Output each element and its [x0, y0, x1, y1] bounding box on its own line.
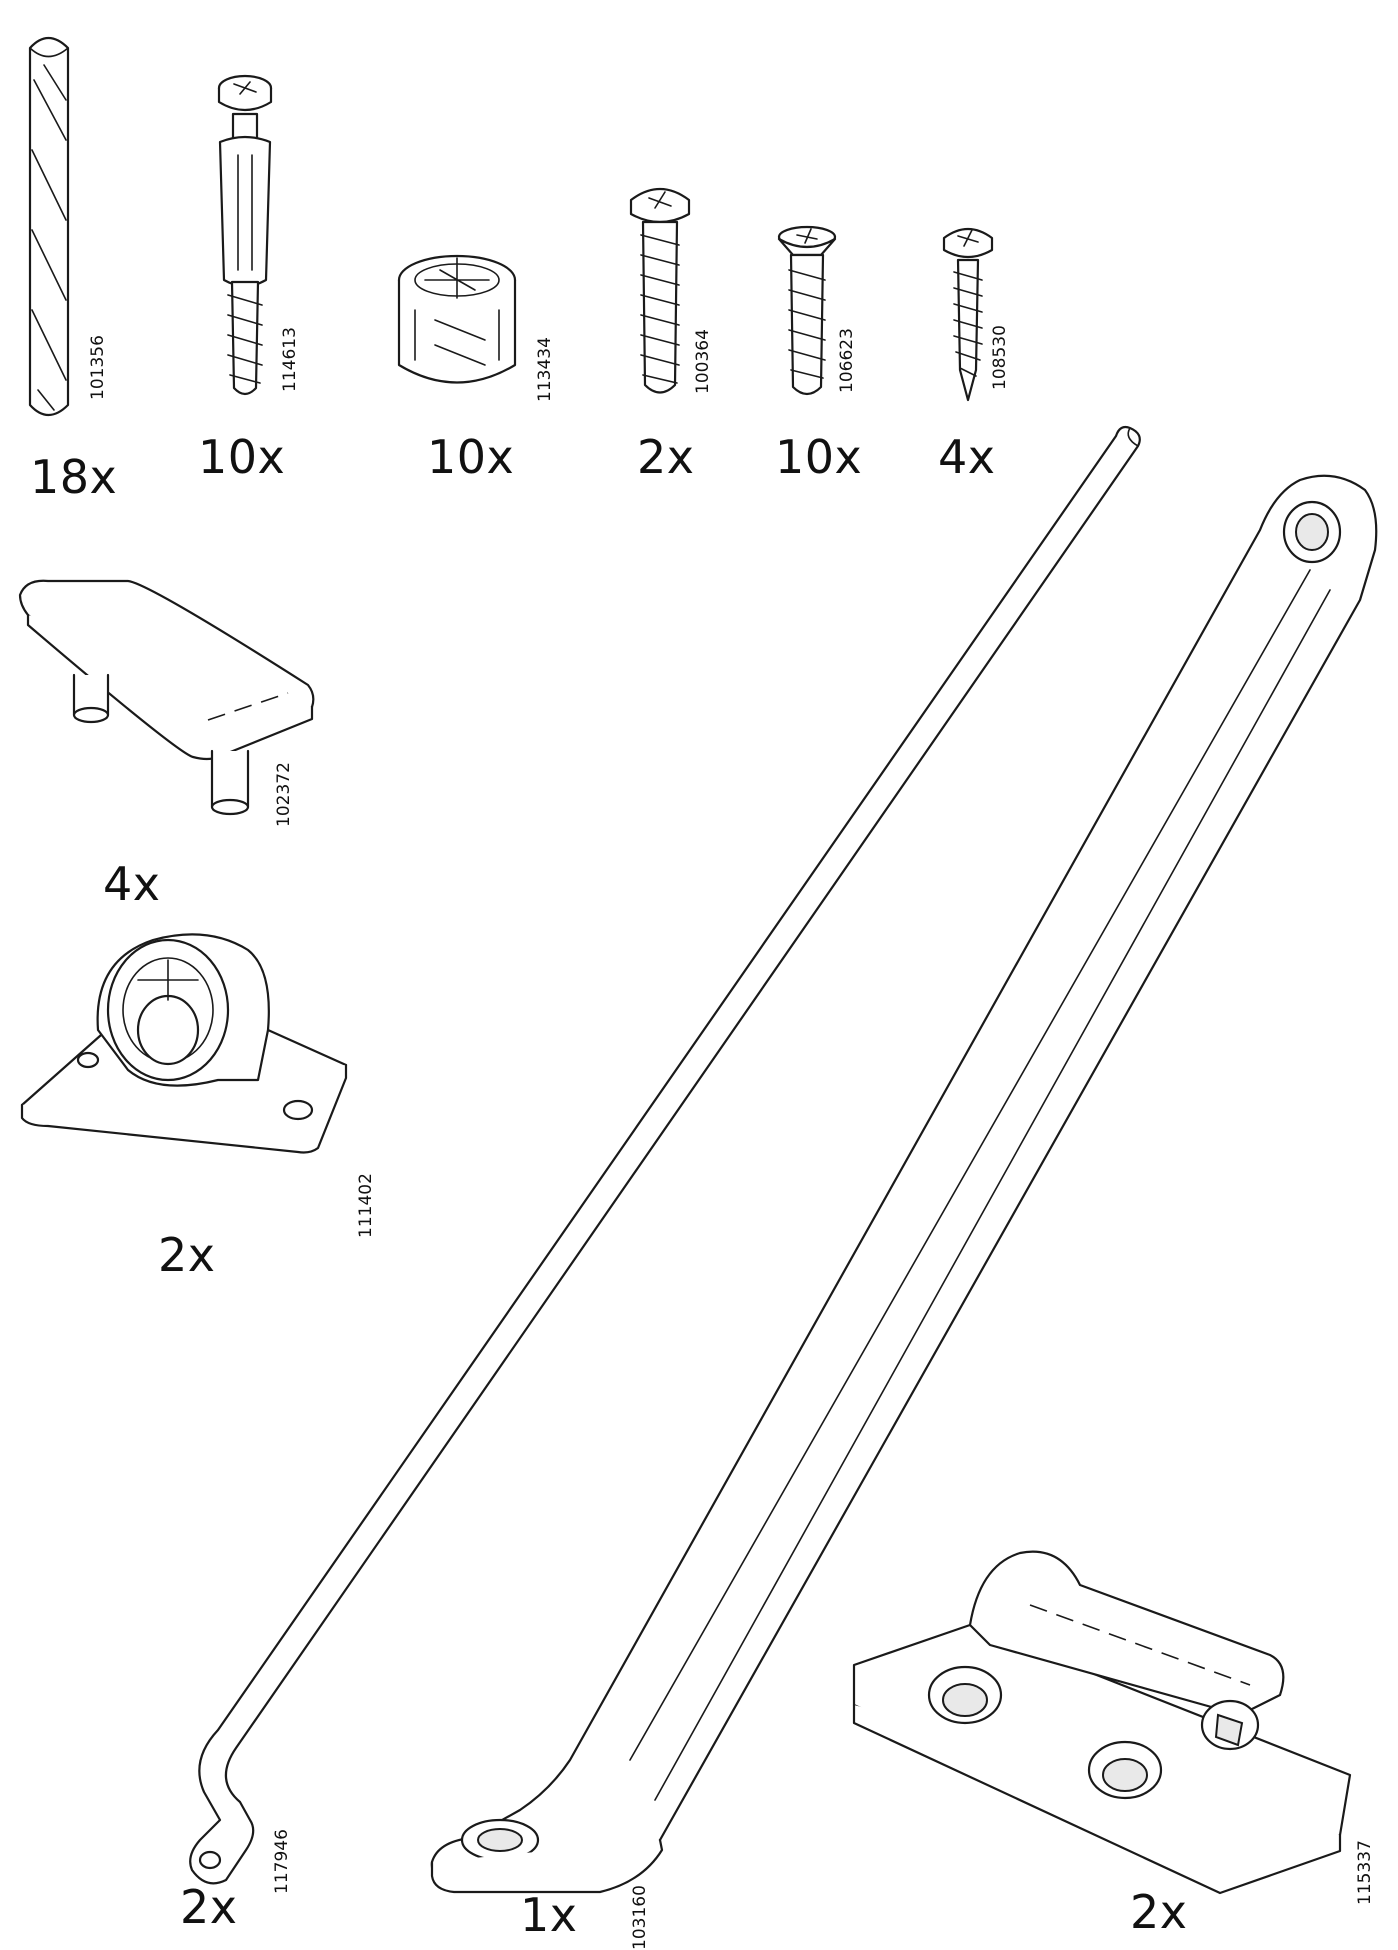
part-quantity: 10x	[427, 430, 515, 484]
part-quantity: 2x	[637, 430, 695, 484]
part-screw-wood: 108530 4x	[938, 220, 1040, 484]
part-quantity: 4x	[103, 857, 161, 911]
part-code: 103160	[630, 1885, 650, 1950]
part-quantity: 2x	[180, 1880, 238, 1934]
screw-wood-icon	[942, 227, 994, 402]
part-shelf-support: 102372 4x	[18, 575, 318, 945]
screw-pan-icon	[629, 188, 691, 394]
part-quantity: 1x	[520, 1888, 578, 1942]
strut-icon	[430, 474, 1378, 1894]
part-castor: 111402 2x	[18, 880, 378, 1282]
part-screw-flat: 106623 10x	[775, 225, 885, 484]
part-code: 101356	[88, 335, 108, 400]
part-screw-pan: 100364 2x	[625, 180, 735, 484]
part-quantity: 10x	[198, 430, 286, 484]
part-cam-bolt: 114613 10x	[198, 70, 320, 484]
part-strut: 103160 1x	[430, 470, 1380, 1950]
screw-flat-icon	[777, 225, 837, 396]
castor-icon	[20, 933, 348, 1154]
hinge-block-icon	[852, 1550, 1352, 1895]
part-cam-lock: 113434 10x	[395, 250, 555, 484]
dowel-icon	[28, 36, 70, 417]
part-quantity: 2x	[1130, 1885, 1188, 1939]
part-code: 114613	[280, 327, 300, 392]
rod-icon	[189, 425, 1141, 1885]
shelf-support-icon	[18, 579, 315, 816]
cam-lock-icon	[397, 254, 517, 384]
part-quantity: 10x	[775, 430, 863, 484]
part-quantity: 4x	[938, 430, 996, 484]
part-code: 115337	[1355, 1840, 1375, 1905]
part-code: 117946	[272, 1829, 292, 1894]
part-quantity: 18x	[30, 450, 118, 504]
part-code: 106623	[837, 328, 857, 393]
cam-bolt-icon	[217, 74, 273, 396]
part-code: 108530	[990, 325, 1010, 390]
part-hinge-block: 115337 2x	[850, 1545, 1390, 1945]
part-dowel: 101356 18x	[18, 20, 117, 504]
part-quantity: 2x	[158, 1228, 216, 1282]
part-rod: 117946 2x	[180, 420, 1141, 1945]
part-code: 113434	[535, 337, 555, 402]
part-code: 100364	[693, 329, 713, 394]
